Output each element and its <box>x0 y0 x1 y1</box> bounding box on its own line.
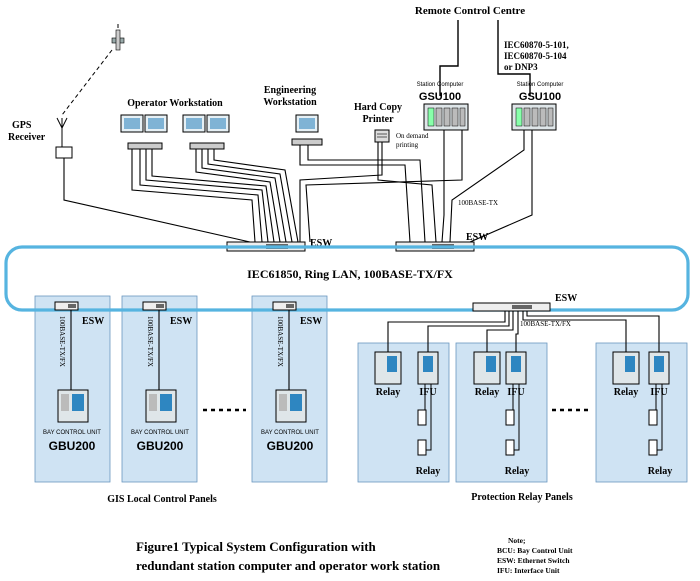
note-line-2: ESW: Ethernet Switch <box>497 556 570 565</box>
bay-1-link-label: 100BASE-TX/FX <box>58 316 66 367</box>
station-computer-1-model: GSU100 <box>419 91 461 103</box>
protocol-line-3: or DNP3 <box>504 62 538 72</box>
bay-1-model: GBU200 <box>49 439 96 453</box>
relay-panel-1-ifu-label: IFU <box>419 387 436 398</box>
panel-backgrounds <box>34 295 688 483</box>
bay-panel-1 <box>34 295 111 483</box>
note-line-1: BCU: Bay Control Unit <box>497 546 573 555</box>
station-computer-2: Station Computer GSU100 <box>511 82 564 131</box>
protocol-line-2: IEC60870-5-104 <box>504 51 567 61</box>
bay-1-esw-label: ESW <box>82 316 104 327</box>
figure-caption-line1: Figure1 Typical System Configuration wit… <box>136 539 377 554</box>
relay-panel-2-devices: Relay IFU Relay <box>473 351 529 477</box>
operator-workstation-2 <box>182 114 230 150</box>
relay-panel-3-relay-label-2: Relay <box>648 466 672 477</box>
upper-esw-left-label: ESW <box>310 238 332 249</box>
upper-esw-right-label: ESW <box>466 232 488 243</box>
bay-1-caption: BAY CONTROL UNIT <box>43 430 101 436</box>
printer-note-2: printing <box>396 141 419 149</box>
protection-esw-label: ESW <box>555 293 577 304</box>
operator-workstation-1 <box>120 114 168 150</box>
printer-note-1: On demand <box>396 132 429 140</box>
protection-link-label: 100BASE-TX/FX <box>520 320 571 328</box>
gps-label-line2: Receiver <box>8 132 46 143</box>
station-computer-2-caption: Station Computer <box>517 82 564 88</box>
relay-panel-2 <box>455 342 548 483</box>
ring-lan-label: IEC61850, Ring LAN, 100BASE-TX/FX <box>247 267 453 281</box>
remote-control-centre-label: Remote Control Centre <box>415 5 525 17</box>
relay-panel-3-ifu-label: IFU <box>650 387 667 398</box>
relay-panel-2-relay-label: Relay <box>475 387 499 398</box>
bay-2-link-label: 100BASE-TX/FX <box>146 316 154 367</box>
bay-3-caption: BAY CONTROL UNIT <box>261 430 319 436</box>
station-computer-2-model: GSU100 <box>519 91 561 103</box>
bay-control-unit-2: ESW 100BASE-TX/FX BAY CONTROL UNIT GBU20… <box>131 301 192 453</box>
bay-3-esw-label: ESW <box>300 316 322 327</box>
relay-panel-1-relay-label: Relay <box>376 387 400 398</box>
upper-cabling <box>63 130 533 243</box>
gps-signal-link <box>61 49 113 116</box>
relay-panel-3 <box>595 342 688 483</box>
relay-panel-3-relay-label: Relay <box>614 387 638 398</box>
engineering-workstation-label-2: Workstation <box>263 97 317 108</box>
protocol-line-1: IEC60870-5-101, <box>504 40 569 50</box>
gps-antenna-icon <box>56 117 68 148</box>
printer-label-2: Printer <box>362 114 394 125</box>
note-block: Note; BCU: Bay Control Unit ESW: Etherne… <box>497 536 573 575</box>
note-title: Note; <box>508 536 526 545</box>
satellite-icon <box>111 24 125 51</box>
relay-panel-2-relay-label-2: Relay <box>505 466 529 477</box>
gps-label-line1: GPS <box>12 120 32 131</box>
relay-panel-3-devices: Relay IFU Relay <box>612 351 672 477</box>
bay-2-esw-label: ESW <box>170 316 192 327</box>
operator-workstation-label: Operator Workstation <box>127 98 223 109</box>
protection-esw: ESW <box>472 293 577 312</box>
bay-2-model: GBU200 <box>137 439 184 453</box>
bay-2-caption: BAY CONTROL UNIT <box>131 430 189 436</box>
figure-caption-line2: redundant station computer and operator … <box>136 558 441 573</box>
ring-lan <box>4 245 690 312</box>
note-line-3: IFU: Interface Unit <box>497 566 560 575</box>
remote-links <box>439 20 531 96</box>
protection-relay-panels-label: Protection Relay Panels <box>471 492 573 503</box>
printer-label-1: Hard Copy <box>354 102 402 113</box>
relay-panel-1-devices: Relay IFU Relay <box>374 351 440 477</box>
station-computer-1: Station Computer GSU100 <box>417 82 469 131</box>
gps-receiver-box <box>55 146 73 159</box>
engineering-workstation-icon <box>291 114 323 146</box>
bay-3-model: GBU200 <box>267 439 314 453</box>
station-computer-1-caption: Station Computer <box>417 82 464 88</box>
bay-control-unit-3: ESW 100BASE-TX/FX BAY CONTROL UNIT GBU20… <box>261 301 322 453</box>
link-100base-tx-label: 100BASE-TX <box>458 199 498 207</box>
protocol-labels: IEC60870-5-101, IEC60870-5-104 or DNP3 <box>504 40 569 72</box>
gis-local-control-panels-label: GIS Local Control Panels <box>107 494 217 505</box>
bay-control-unit-1: ESW 100BASE-TX/FX BAY CONTROL UNIT GBU20… <box>43 301 104 453</box>
relay-panel-1-relay-label-2: Relay <box>416 466 440 477</box>
printer-icon <box>374 129 390 143</box>
bay-3-link-label: 100BASE-TX/FX <box>276 316 284 367</box>
engineering-workstation-label-1: Engineering <box>264 85 316 96</box>
protection-cabling <box>387 311 660 352</box>
relay-panel-2-ifu-label: IFU <box>507 387 524 398</box>
